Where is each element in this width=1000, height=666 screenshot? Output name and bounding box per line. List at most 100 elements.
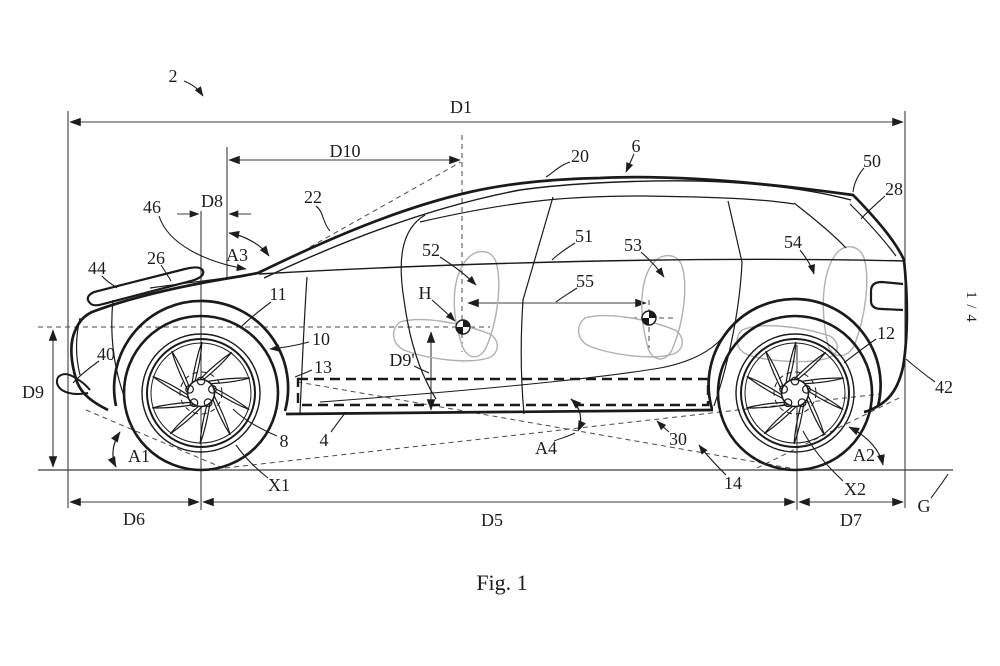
label-dim-D8: D8 [201,191,223,211]
car-body [55,175,909,416]
third-seat-cushion [736,325,838,363]
label-dim-D10: D10 [330,141,361,161]
front-splitter-lip [55,373,91,395]
label-dim-D9: D9 [22,382,44,402]
label-angle-A2: A2 [853,445,875,465]
angle-A4-arc [570,398,586,432]
departure-angle-dashed [756,397,900,469]
windshield-inner-line [263,180,852,279]
label-dim-D9prime: D9' [389,350,414,370]
leader-X2 [802,430,844,482]
rear-tire-sidewall [735,333,855,453]
leader-42 [905,358,936,383]
label-ref-2: 2 [169,66,178,86]
leader-28 [860,195,886,220]
label-ref-11: 11 [269,284,286,304]
front-seat-back [453,251,500,358]
angle-A3-arc [228,230,270,257]
label-ref-8: 8 [280,431,289,451]
rear-seat-back [641,255,686,360]
front-tire-sidewall [141,333,261,453]
front-bumper-seam [111,299,125,397]
label-ref-13: 13 [314,357,332,377]
label-point-G: G [918,496,931,516]
leader-D9prime [413,365,430,374]
leader-53 [640,251,665,278]
window-top-line [419,195,795,223]
fender-door-seam [299,276,308,414]
label-ref-42: 42 [935,377,953,397]
leader-30 [656,420,670,433]
label-ref-50: 50 [863,151,881,171]
sheet-indicator: 1 / 4 [963,291,979,323]
taillight-outline [869,280,904,312]
rear-window-inner-line [849,203,897,257]
cowl-line [149,273,257,289]
angle-A1-arc [107,431,121,468]
leader-44 [101,275,118,289]
label-dim-D6: D6 [123,509,145,529]
leader-13 [294,369,313,378]
rear-wheel-spokes [746,341,844,445]
label-ref-22: 22 [304,187,322,207]
leader-46 [158,215,247,272]
leader-2 [183,80,204,97]
leader-40 [72,360,100,384]
figure-caption: Fig. 1 [476,570,527,595]
approach-angle-dashed [85,409,224,469]
label-ref-26: 26 [147,248,165,268]
leader-22 [315,205,331,232]
label-point-X1: X1 [268,475,290,495]
front-wheel [122,314,280,472]
label-ref-40: 40 [97,344,115,364]
labels: 2 D1 D10 D8 46 22 A3 20 6 50 28 44 26 11… [22,66,979,595]
leader-10 [269,341,310,352]
label-ref-55: 55 [576,271,594,291]
d-pillar-line [793,202,847,249]
lower-body-crease [319,337,723,403]
leader-14 [698,444,727,476]
interior-seats [393,246,868,363]
label-dim-D7: D7 [840,510,862,530]
label-ref-46: 46 [143,197,161,217]
label-point-X2: X2 [844,479,866,499]
angle-A4-leader [553,432,576,442]
front-bumper-inner-line [76,317,81,376]
rear-bolt-circle [773,371,817,415]
leader-G [930,473,949,499]
label-ref-54: 54 [784,232,802,252]
leader-H [431,299,456,322]
front-wheel-arch [112,299,290,412]
label-ref-6: 6 [632,136,641,156]
label-dim-D1: D1 [450,97,472,117]
front-bolt-circle [179,371,223,415]
leader-lines [72,80,949,499]
front-tire [122,314,280,472]
rear-seat-cushion [578,314,683,358]
rear-tire [716,314,874,472]
rear-rim [740,338,850,448]
label-angle-A3: A3 [226,245,248,265]
front-seat-cushion [393,318,498,362]
label-ref-12: 12 [877,323,895,343]
car-silhouette [70,175,909,414]
label-angle-A4: A4 [535,438,557,458]
headlight-outline [86,266,205,307]
leader-26 [160,264,172,282]
leader-51 [551,242,576,261]
h-point-rear [641,310,657,326]
b-pillar-seam [520,196,554,415]
leader-54 [799,249,815,275]
leader-20 [545,161,571,178]
leader-X1 [235,444,269,479]
front-rim [146,338,256,448]
label-angle-A1: A1 [128,446,150,466]
label-ref-10: 10 [312,329,330,349]
c-pillar-seam [713,200,743,407]
h-point-front [455,319,471,335]
label-ref-51: 51 [575,226,593,246]
beltline [258,258,906,275]
label-ref-52: 52 [422,240,440,260]
label-ref-28: 28 [885,179,903,199]
label-ref-44: 44 [88,258,106,278]
